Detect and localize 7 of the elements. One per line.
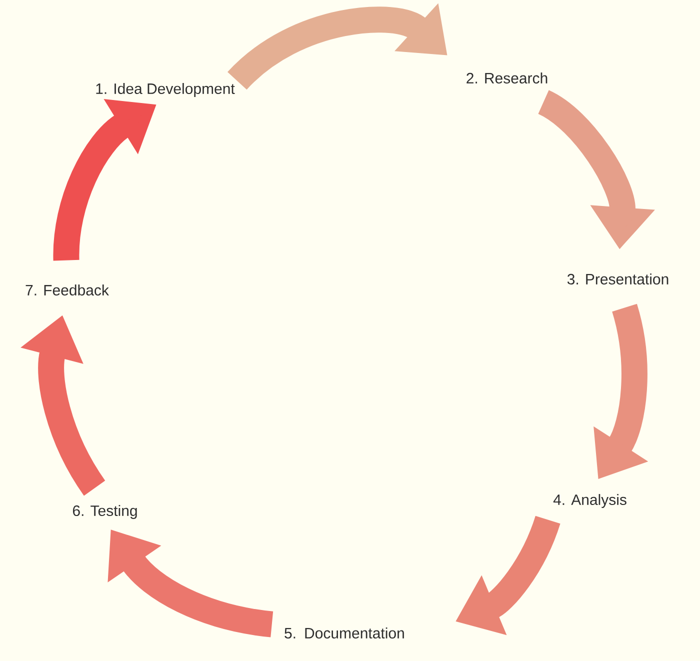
step-label: 3. Presentation	[567, 274, 668, 284]
step-label: 6. Testing	[72, 505, 137, 519]
step-label: 1. Idea Development	[96, 83, 235, 97]
step-label: 4. Analysis	[553, 494, 626, 508]
step-label: 2. Research	[466, 72, 548, 84]
step-label: 5. Documentation	[284, 628, 404, 638]
step-label: 7. Feedback	[26, 284, 109, 296]
